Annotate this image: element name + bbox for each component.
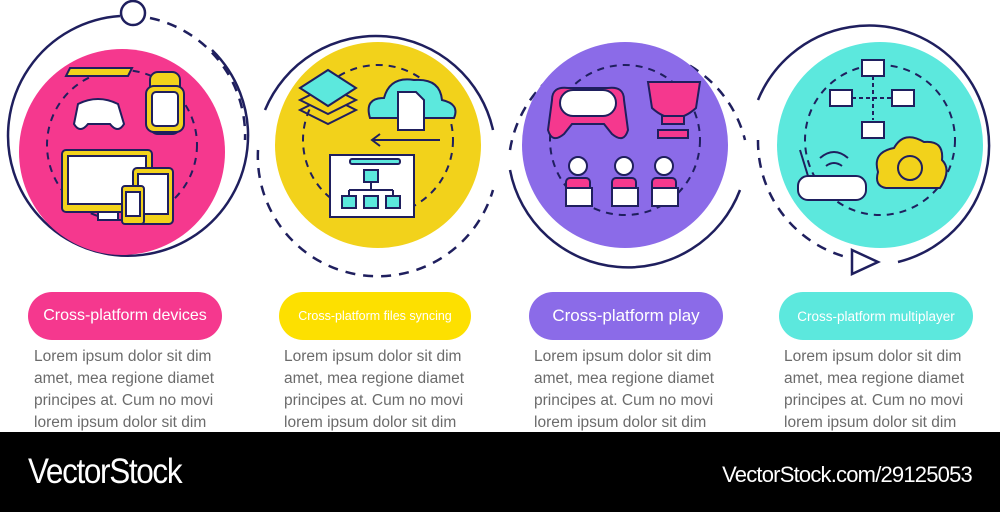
network-icon [797, 59, 948, 201]
brand-logo: VectorStock [28, 452, 183, 491]
file-sync-icon [297, 68, 457, 218]
ring-4 [756, 24, 991, 264]
step-3-label: Cross-platform play [529, 292, 723, 340]
start-node-icon [119, 0, 147, 27]
gaming-icon [546, 81, 702, 207]
watermark-footer: VectorStock VectorStock.com/29125053 [0, 432, 1000, 512]
ring-2 [263, 34, 495, 131]
devices-icon [61, 67, 185, 225]
image-url: VectorStock.com/29125053 [722, 462, 973, 487]
step-2-label: Cross-platform files syncing [279, 292, 471, 340]
step-4-description: Lorem ipsum dolor sit dim amet, mea regi… [784, 348, 965, 431]
step-2-description: Lorem ipsum dolor sit dim amet, mea regi… [284, 348, 465, 431]
step-3-description: Lorem ipsum dolor sit dim amet, mea regi… [534, 348, 715, 431]
step-1-label: Cross-platform devices [28, 292, 222, 340]
ring-3 [508, 169, 742, 269]
timeline-graphic [6, 0, 991, 278]
end-arrow-icon [850, 248, 881, 276]
step-1-description: Lorem ipsum dolor sit dim amet, mea regi… [34, 348, 215, 431]
step-4-label: Cross-platform multiplayer [779, 292, 973, 340]
